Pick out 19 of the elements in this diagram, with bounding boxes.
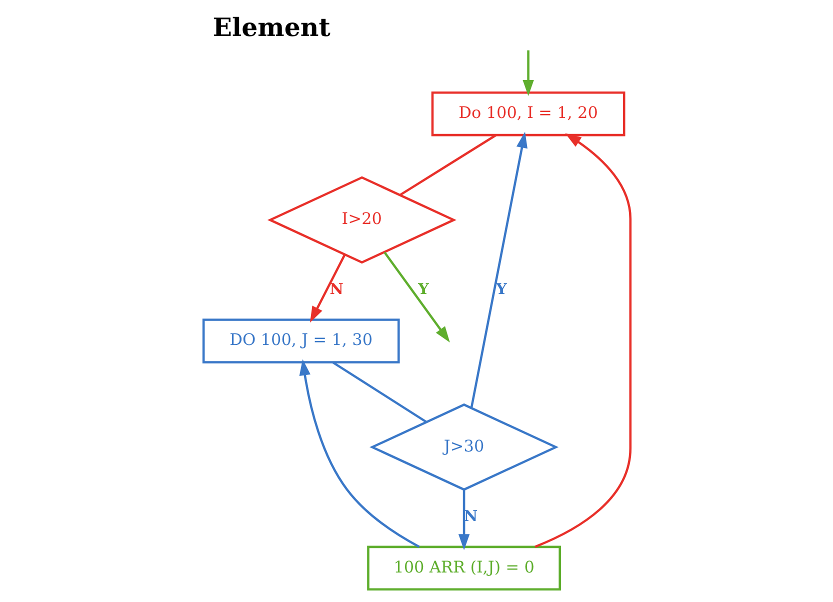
edge-label: Y [496, 280, 506, 298]
arrow [309, 254, 346, 323]
arrow [534, 133, 632, 548]
node-diamond: I>20 [266, 176, 456, 264]
node-box: 100 ARR (I,J) = 0 [366, 546, 560, 591]
arrow [522, 50, 534, 96]
connector [399, 134, 496, 196]
node-diamond: J>30 [369, 403, 558, 491]
edge-label: N [329, 280, 343, 298]
arrow [470, 132, 527, 408]
node-box: DO 100, J = 1, 30 [202, 318, 400, 364]
arrow [383, 252, 450, 343]
diagram-title: Element [212, 12, 330, 42]
arrow [458, 490, 470, 550]
arrow [298, 359, 420, 548]
node-box: Do 100, I = 1, 20 [430, 91, 625, 136]
connector [332, 361, 426, 423]
edge-label: N [464, 507, 478, 526]
edge-label: Y [418, 280, 428, 298]
